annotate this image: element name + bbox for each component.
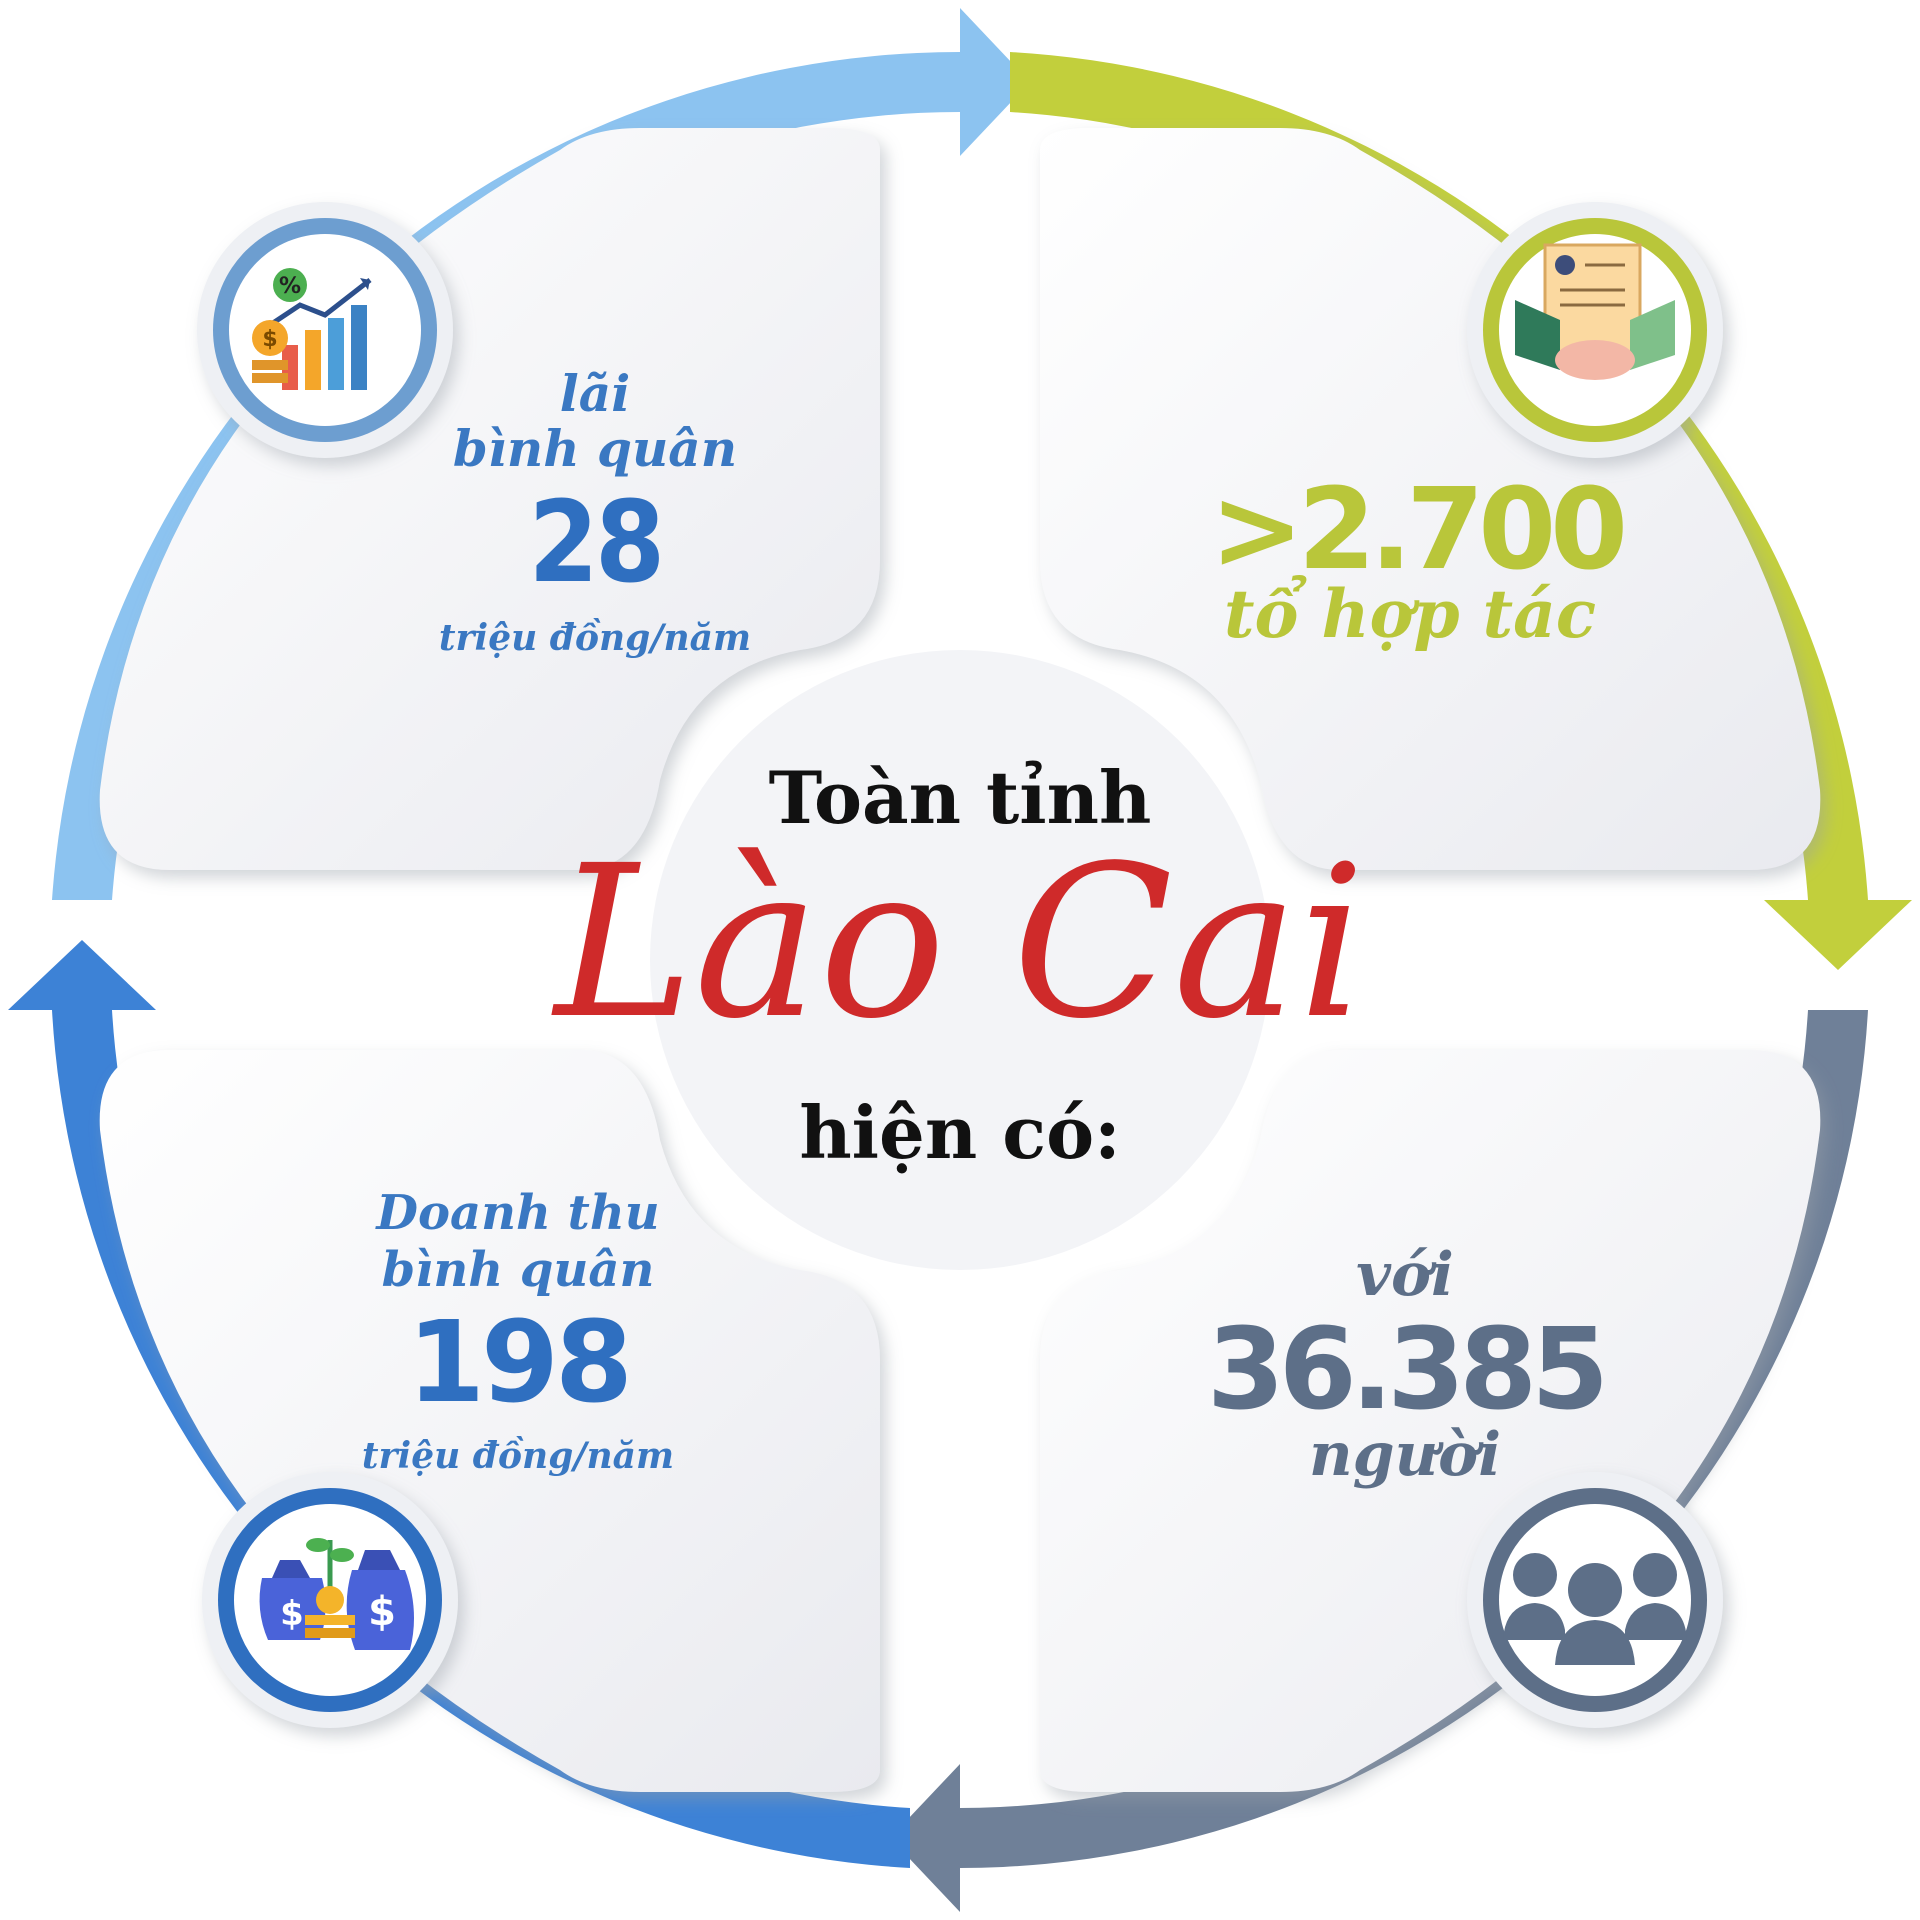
top-right-value: >2.700 — [1210, 465, 1628, 595]
card-bottom-right — [1040, 1050, 1821, 1792]
svg-text:$: $ — [262, 327, 277, 352]
money-bags-icon: $ $ — [259, 1538, 414, 1650]
top-left-label-line1: lãi — [559, 364, 631, 423]
svg-text:%: % — [279, 274, 301, 299]
badge-bottom-left: $ $ — [202, 1472, 458, 1728]
card-bottom-left — [99, 1050, 880, 1792]
handshake-contract-icon — [1515, 243, 1675, 380]
center-subheading: hiện có: — [799, 1090, 1121, 1175]
top-right-label: tổ hợp tác — [1223, 575, 1597, 653]
bottom-right-prefix: với — [1356, 1240, 1454, 1310]
bottom-right-value: 36.385 — [1206, 1305, 1609, 1435]
bottom-left-label-line1: Doanh thu — [376, 1185, 660, 1241]
svg-text:$: $ — [280, 1594, 304, 1634]
top-left-unit: triệu đồng/năm — [438, 617, 752, 659]
growth-chart-icon: % $ — [252, 268, 372, 390]
center-disc — [650, 650, 1270, 1270]
center-heading: Toàn tỉnh — [768, 755, 1152, 840]
people-group-icon — [1503, 1553, 1687, 1665]
center-province-name: Lào Cai — [554, 820, 1366, 1065]
top-left-value: 28 — [528, 478, 665, 608]
svg-text:$: $ — [368, 1589, 396, 1635]
top-left-label-line2: bình quân — [452, 419, 738, 478]
bottom-left-label-line2: bình quân — [381, 1242, 655, 1298]
bottom-left-value: 198 — [407, 1298, 633, 1428]
badge-bottom-right — [1467, 1472, 1723, 1728]
bottom-right-suffix: người — [1308, 1420, 1501, 1490]
badge-top-left: % $ — [197, 202, 453, 458]
bottom-left-unit: triệu đồng/năm — [361, 1435, 675, 1477]
card-top-right — [1040, 128, 1821, 870]
quadrant-cards — [99, 128, 1821, 1792]
card-top-left — [99, 128, 880, 870]
badge-top-right — [1467, 202, 1723, 458]
